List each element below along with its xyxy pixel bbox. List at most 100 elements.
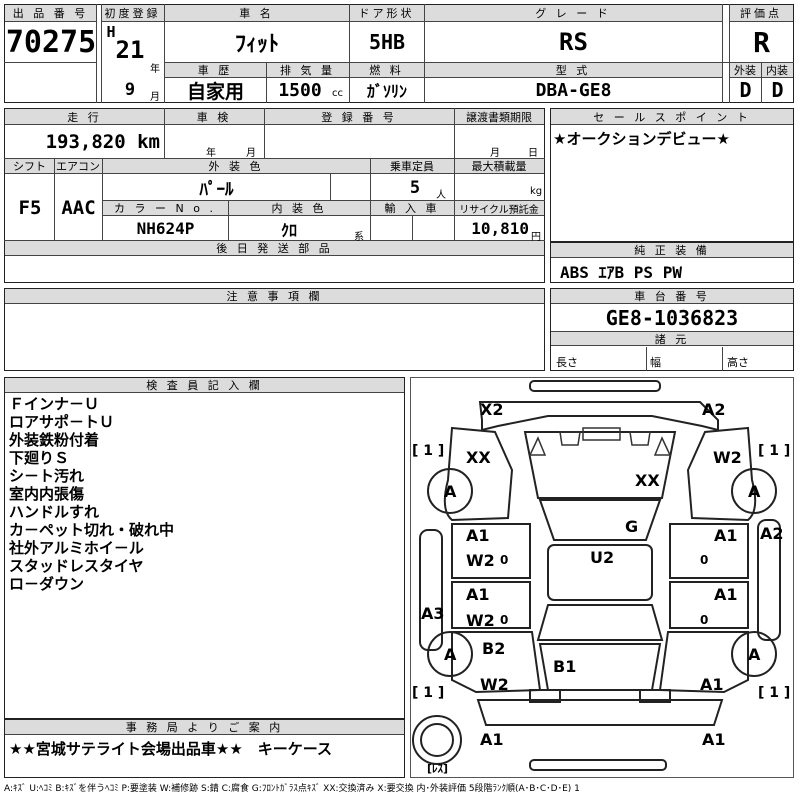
- fuel-value: ｶﾞｿﾘﾝ: [366, 82, 407, 101]
- car-name: ﾌｨｯﾄ: [234, 32, 279, 57]
- first-reg-year: 21: [115, 36, 145, 64]
- note-item: ロアサポ－トＵ: [9, 413, 115, 431]
- note-item: シ－ト汚れ: [9, 467, 85, 485]
- bracket-rear-left: [ 1 ]: [412, 685, 444, 701]
- spare-tire-label: [ﾚｽ]: [427, 762, 448, 775]
- specs-label: 諸 元: [551, 331, 793, 346]
- displacement-unit: cc: [332, 88, 343, 99]
- note-item: 室内内張傷: [9, 485, 85, 503]
- inspector-panel: [4, 377, 405, 719]
- sales-point-text: ★オークションデビュー★: [553, 130, 730, 148]
- mark-xx-left: XX: [466, 448, 491, 467]
- color-no-value: NH624P: [136, 219, 195, 238]
- interior-grade: D: [771, 78, 784, 102]
- load-unit: kg: [530, 186, 543, 197]
- mark-zero-fr: 0: [700, 553, 708, 567]
- inspection-year-unit: 年: [206, 148, 216, 159]
- era-letter: H: [106, 23, 116, 41]
- load-label: 最大積載量: [454, 159, 544, 174]
- aircon-value: AAC: [61, 197, 96, 219]
- spec-height: 高さ: [727, 356, 749, 369]
- mark-a2-side: A2: [760, 524, 784, 543]
- recycle-value: 10,810: [471, 219, 529, 238]
- later-parts-label: 後 日 発 送 部 品: [5, 241, 544, 256]
- transfer-month-unit: 月: [490, 148, 500, 159]
- history-value: 自家用: [186, 80, 244, 103]
- import-label: 輸 入 車: [370, 201, 454, 216]
- mark-g: G: [625, 517, 638, 536]
- mark-a1-rl-door: A1: [466, 585, 490, 604]
- first-reg-label: 初度登録: [101, 5, 164, 22]
- mark-w2-rear: W2: [480, 675, 509, 694]
- mark-a1-bumper-right: A1: [702, 730, 726, 749]
- mark-xx-hood: XX: [635, 471, 660, 490]
- capacity-unit: 人: [436, 190, 446, 201]
- door-type: 5HB: [368, 30, 406, 54]
- door-label: ドア形状: [349, 5, 424, 22]
- caution-label: 注 意 事 項 欄: [5, 289, 544, 304]
- interior-label: 内装: [761, 63, 793, 78]
- first-reg-month: 9: [124, 80, 136, 100]
- ext-color-label: 外 装 色: [102, 159, 370, 174]
- mark-w2-right: W2: [713, 448, 742, 467]
- model-code: DBA-GE8: [535, 79, 612, 101]
- recycle-label: リサイクル預託金: [454, 201, 544, 216]
- sales-point-label: セ ー ル ス ポ イ ン ト: [551, 109, 793, 125]
- grade-value: RS: [559, 28, 588, 56]
- mark-a1-bumper-left: A1: [480, 730, 504, 749]
- damage-diagram: [ 1 ] [ 1 ] [ 1 ] [ 1 ] X2 A2 XX W2 XX A…: [412, 380, 790, 775]
- inspection-month-unit: 月: [246, 148, 256, 159]
- bracket-front-right: [ 1 ]: [758, 443, 790, 459]
- year-unit: 年: [150, 64, 160, 75]
- chassis-label: 車 台 番 号: [551, 289, 793, 304]
- spec-length: 長さ: [556, 356, 578, 369]
- mark-a1-rear-right: A1: [700, 675, 724, 694]
- bracket-rear-right: [ 1 ]: [758, 685, 790, 701]
- mark-zero-rl: 0: [500, 613, 508, 627]
- reg-no-label: 登 録 番 号: [264, 109, 454, 125]
- note-item: 下廻りＳ: [9, 449, 70, 467]
- mark-x2: X2: [480, 400, 503, 419]
- note-item: ロ－ダウン: [9, 575, 85, 593]
- office-note: ★★宮城サテライト会場出品車★★ キーケース: [9, 739, 333, 758]
- score-value: R: [753, 25, 770, 59]
- note-item: スタッドレスタイヤ: [9, 557, 144, 575]
- equipment-label: 純 正 装 備: [551, 243, 793, 258]
- spec-width: 幅: [650, 356, 661, 369]
- displacement-value: 1500: [278, 79, 322, 101]
- mark-a2-front: A2: [702, 400, 726, 419]
- transfer-day-unit: 日: [528, 148, 538, 159]
- fuel-label: 燃 料: [349, 63, 424, 78]
- note-item: ハンドルすれ: [9, 503, 100, 521]
- model-label: 型 式: [424, 63, 722, 78]
- mark-b2: B2: [482, 639, 505, 658]
- mark-w2-fl-door: W2: [466, 551, 495, 570]
- score-label: 評価点: [729, 5, 793, 22]
- mark-zero-fl: 0: [500, 553, 508, 567]
- capacity-label: 乗車定員: [370, 159, 454, 174]
- displacement-label: 排 気 量: [266, 63, 349, 78]
- mark-b1: B1: [553, 657, 576, 676]
- capacity-value: 5: [409, 177, 421, 198]
- history-label: 車 歴: [164, 63, 266, 78]
- recycle-unit: 円: [531, 232, 541, 243]
- mark-a1-fl-door: A1: [466, 526, 490, 545]
- mark-a1-fr-door: A1: [714, 526, 738, 545]
- transfer-label: 譲渡書類期限: [454, 109, 544, 125]
- lot-number: 70275: [5, 24, 97, 60]
- note-item: カ－ペット切れ・破れ中: [9, 521, 175, 539]
- exterior-grade: D: [739, 78, 752, 102]
- wheel-front-left: A: [444, 482, 457, 501]
- note-item: 社外アルミホイ－ル: [9, 539, 144, 557]
- month-unit: 月: [150, 92, 160, 103]
- mark-a3: A3: [421, 604, 445, 623]
- int-color-label: 内 装 色: [228, 201, 370, 216]
- wheel-rear-left: A: [444, 645, 457, 664]
- sales-point-panel: [550, 108, 794, 242]
- int-color-unit: 系: [354, 232, 364, 243]
- shift-value: F5: [18, 197, 42, 219]
- mark-u2: U2: [590, 548, 614, 567]
- lot-no-label: 出 品 番 号: [5, 5, 96, 22]
- mark-w2-rl-door: W2: [466, 611, 495, 630]
- inspector-notes-list: Ｆインナ－Ｕ ロアサポ－トＵ 外装鉄粉付着 下廻りＳ シ－ト汚れ 室内内張傷 ハ…: [9, 395, 174, 593]
